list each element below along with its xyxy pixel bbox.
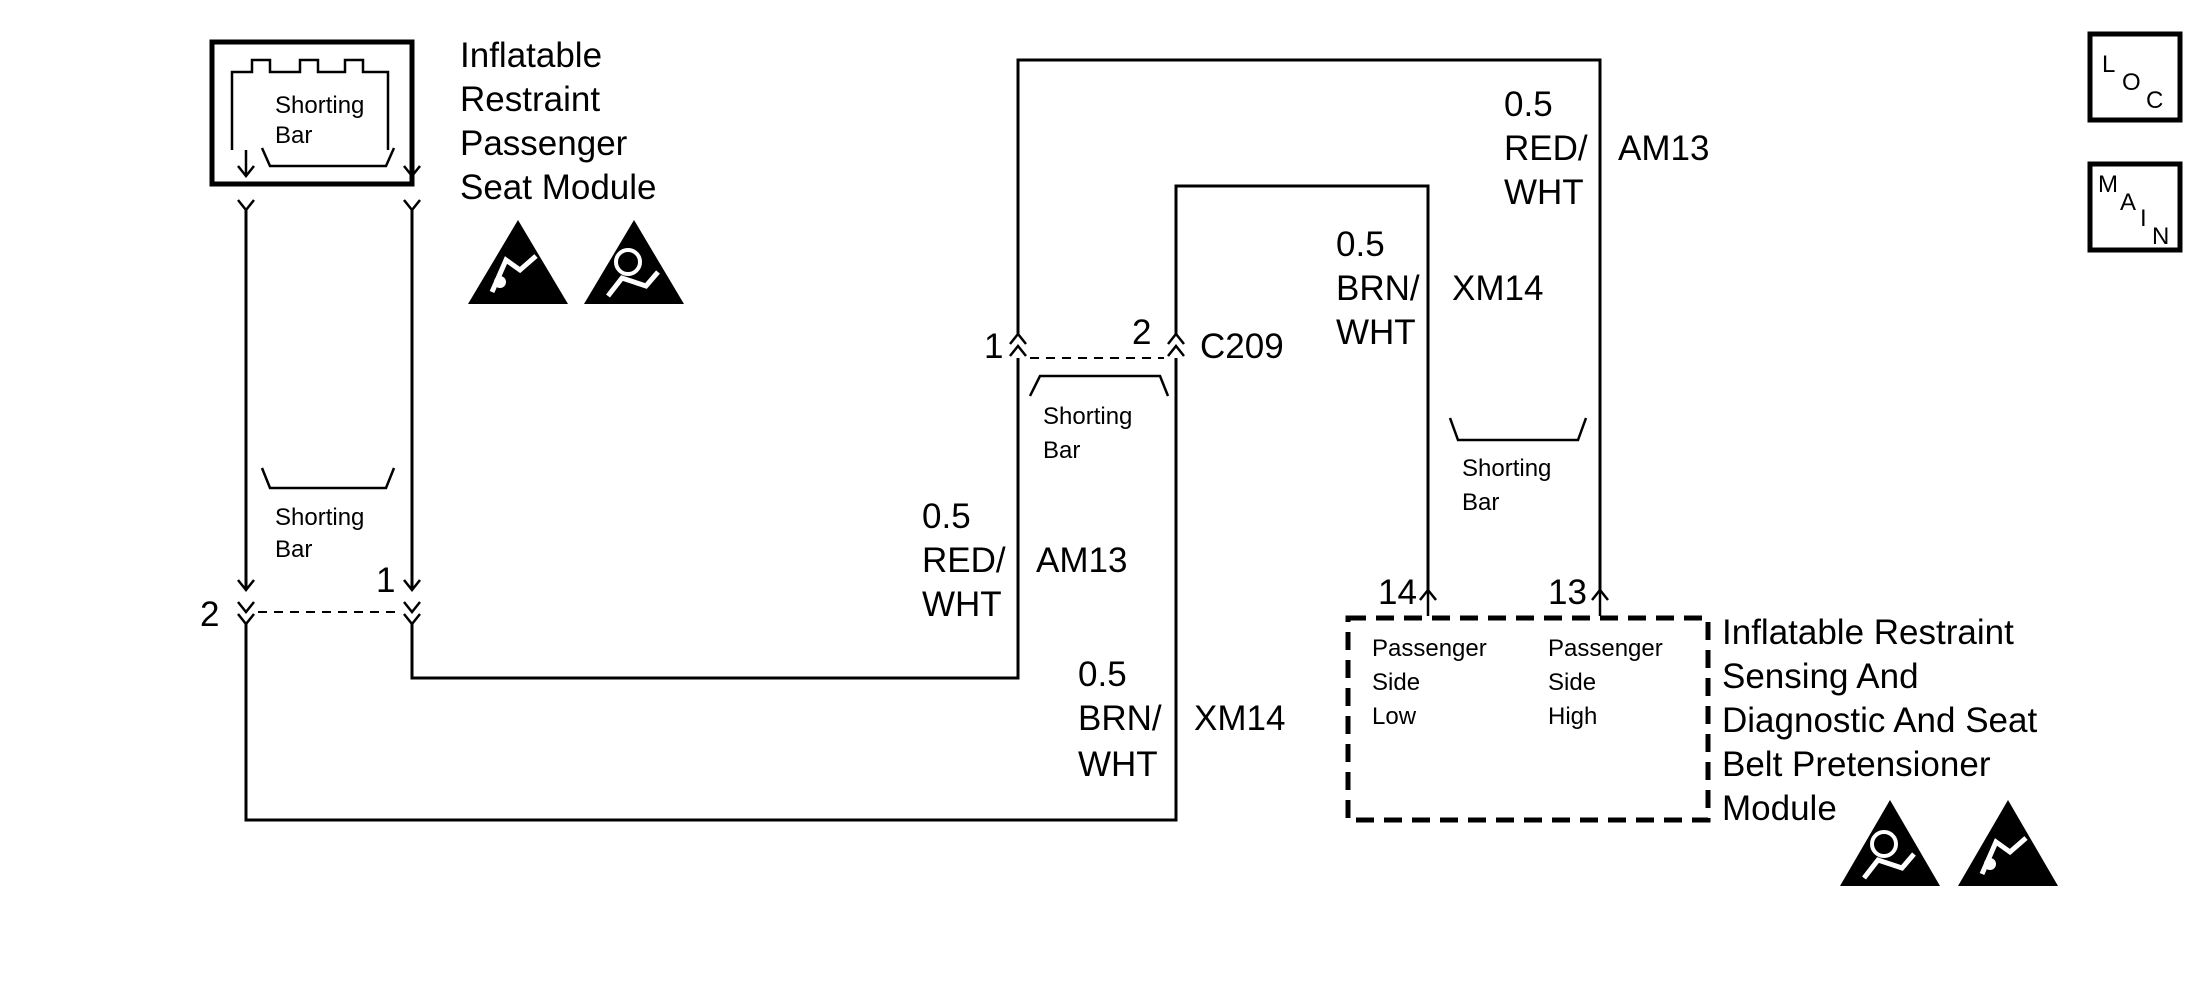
main-letter-n: N (2152, 223, 2169, 250)
seat-connector-shorting-label-2: Bar (275, 536, 312, 563)
svg-text:WHT: WHT (1078, 745, 1158, 784)
c209-pin-2: 2 (1132, 313, 1151, 352)
seat-module-name-1: Inflatable (460, 36, 602, 75)
wire-label-xm14-upper: 0.5 BRN/ WHT XM14 (1336, 225, 1543, 352)
loc-letter-l: L (2102, 51, 2115, 78)
svg-text:AM13: AM13 (1618, 129, 1709, 168)
c209-pin-1: 1 (984, 327, 1003, 366)
c209-name: C209 (1200, 327, 1284, 366)
seat-module: Shorting Bar Inflatable Restraint Passen… (209, 36, 657, 207)
seat-connector-shorting-label-1: Shorting (275, 504, 364, 531)
main-letter-a: A (2120, 189, 2136, 216)
svg-text:0.5: 0.5 (1078, 655, 1127, 694)
loc-letter-o: O (2122, 69, 2141, 96)
sdm-name-1: Inflatable Restraint (1722, 613, 2014, 652)
main-letter-i: I (2140, 205, 2147, 232)
sdm-high-label-3: High (1548, 703, 1597, 730)
seat-module-shorting-label-2: Bar (275, 122, 312, 149)
seat-connector: Shorting Bar 2 1 (200, 199, 421, 634)
seat-connector-pin-1: 1 (376, 561, 395, 600)
svg-text:0.5: 0.5 (922, 497, 971, 536)
sdm-pin-14: 14 (1378, 573, 1417, 612)
sdm-high-label-1: Passenger (1548, 635, 1663, 662)
wire-label-am13-upper: 0.5 RED/ WHT AM13 (1504, 85, 1709, 212)
sdm-low-label-1: Passenger (1372, 635, 1487, 662)
svg-text:XM14: XM14 (1452, 269, 1543, 308)
wire-label-am13-lower: 0.5 RED/ WHT AM13 (922, 497, 1127, 624)
svg-text:0.5: 0.5 (1504, 85, 1553, 124)
c209-shorting-label-2: Bar (1043, 437, 1080, 464)
loc-letter-c: C (2146, 87, 2163, 114)
svg-text:AM13: AM13 (1036, 541, 1127, 580)
svg-text:0.5: 0.5 (1336, 225, 1385, 264)
sdm-shorting-label-1: Shorting (1462, 455, 1551, 482)
svg-text:WHT: WHT (1336, 313, 1416, 352)
sdm-name-5: Module (1722, 789, 1837, 828)
sdm-shorting-label-2: Bar (1462, 489, 1499, 516)
esd-warning-icon (468, 220, 568, 304)
seat-module-name-3: Passenger (460, 124, 628, 163)
loc-button[interactable]: L O C (2087, 31, 2183, 123)
svg-text:WHT: WHT (1504, 173, 1584, 212)
sdm-high-label-2: Side (1548, 669, 1596, 696)
sdm-name-4: Belt Pretensioner (1722, 745, 1991, 784)
svg-text:RED/: RED/ (922, 541, 1006, 580)
wire-am13 (410, 58, 1602, 680)
wire-label-xm14-lower: 0.5 BRN/ WHT XM14 (1078, 655, 1285, 784)
svg-text:BRN/: BRN/ (1336, 269, 1420, 308)
sdm-name-3: Diagnostic And Seat (1722, 701, 2037, 740)
sdm-name-2: Sensing And (1722, 657, 1919, 696)
airbag-warning-icon (584, 220, 684, 304)
airbag-warning-icon (1840, 800, 1940, 886)
seat-module-name-2: Restraint (460, 80, 600, 119)
connector-c209: Shorting Bar 1 2 C209 (984, 313, 1284, 464)
svg-text:BRN/: BRN/ (1078, 699, 1162, 738)
sdm-pin-13: 13 (1548, 573, 1587, 612)
seat-module-name-4: Seat Module (460, 168, 657, 207)
esd-warning-icon (1958, 800, 2058, 886)
c209-shorting-label-1: Shorting (1043, 403, 1132, 430)
sdm-low-label-2: Side (1372, 669, 1420, 696)
main-letter-m: M (2098, 171, 2118, 198)
svg-text:XM14: XM14 (1194, 699, 1285, 738)
seat-connector-pin-2: 2 (200, 595, 219, 634)
seat-module-shorting-label-1: Shorting (275, 92, 364, 119)
main-button[interactable]: M A I N (2087, 161, 2183, 253)
wire-xm14 (244, 184, 1430, 822)
sdm-module: Shorting Bar 14 13 Passenger Side Low Pa… (1345, 417, 2037, 828)
sdm-low-label-3: Low (1372, 703, 1417, 730)
svg-text:RED/: RED/ (1504, 129, 1588, 168)
svg-text:WHT: WHT (922, 585, 1002, 624)
